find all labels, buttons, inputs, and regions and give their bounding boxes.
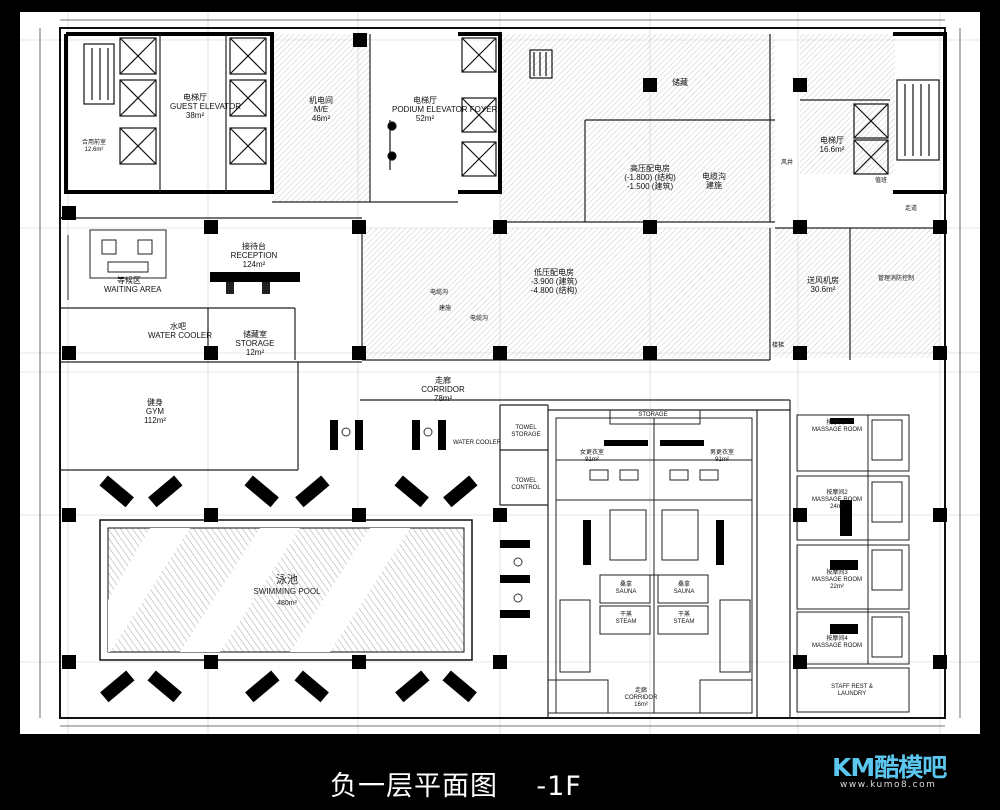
label-elevator-hall-right: 电梯厅 16.6m² [819,136,845,154]
label-storage-top: 储藏 [672,78,688,87]
label-sauna-right: 桑拿 SAUNA [673,582,695,595]
logo-mark: KM酷模吧 [832,753,947,782]
label-control-corridor: 走道 [904,206,917,212]
label-massage-4: 按摩间4 MASSAGE ROOM [812,636,863,649]
label-mech-room: 机电间 M/E 46m² [309,96,333,123]
label-lv-cable: 电缆沟 [429,290,448,296]
label-control-room: 值班 [874,178,887,184]
label-stair-small: 楼梯 [771,343,784,349]
label-water-cooler2: WATER COOLER [452,440,501,446]
label-water-cooler: 水吧 WATER COOLER [148,322,213,340]
label-elevator-hall-mid: 电梯厅 PODIUM ELEVATOR FOYER 52m² [392,96,498,123]
label-corridor-small: 走廊 CORRIDOR 16m² [624,688,658,708]
label-waiting: 等候区 WAITING AREA [104,276,162,294]
watermark-logo: KM酷模吧 www.kumo8.com [832,748,962,798]
label-massage-2: 按摩间2 MASSAGE ROOM 24m² [812,490,863,510]
label-towel-control: TOWEL CONTROL [511,478,541,491]
label-fresh-air: 送风机房 30.6m² [807,276,839,294]
label-left-small-room: 合用前室 12.6m² [81,140,106,153]
label-changing-left: 女更衣室 91m² [579,450,604,463]
label-lv-room: 低压配电房 -3.900 (建筑) -4.800 (结构) [530,268,578,295]
logo-url: www.kumo8.com [840,780,937,790]
label-corridor: 走廊 CORRIDOR 78m² [421,376,465,403]
label-fire-control: 管理消防控制 [877,276,914,282]
label-steam-right: 干蒸 STEAM [673,612,695,625]
label-gym: 健身 GYM 112m² [143,398,167,425]
label-wind-well: 风井 [780,160,793,166]
label-reception: 接待台 RECEPTION 124m² [230,242,278,269]
label-towel-storage: TOWEL STORAGE [511,425,541,438]
label-hv-side: 电缆沟 建施 [702,172,726,190]
label-pool: 泳池 SWIMMING POOL 480m² [253,574,321,607]
label-massage-1: 按摩间1 MASSAGE ROOM [812,420,863,433]
label-storage-small: 储藏室 STORAGE 12m² [235,330,275,357]
label-hv-room: 高压配电房 (-1.800) (结构) -1.500 (建筑) [624,164,676,191]
label-lv-note: 建施 [438,306,451,312]
label-elevator-hall-left: 电梯厅 GUEST ELEVATOR 38m² [170,93,241,120]
label-staff-rest: STAFF REST & LAUNDRY [831,684,873,697]
label-steam-left: 干蒸 STEAM [615,612,637,625]
label-storage-mid: STORAGE [638,412,668,418]
plan-caption: 负一层平面图 -1F [330,771,582,802]
label-massage-3: 按摩间3 MASSAGE ROOM 22m² [812,570,863,590]
label-sauna-left: 桑拿 SAUNA [615,582,637,595]
label-changing-right: 男更衣室 91m² [709,450,734,463]
label-lv-cable2: 电缆沟 [469,316,488,322]
